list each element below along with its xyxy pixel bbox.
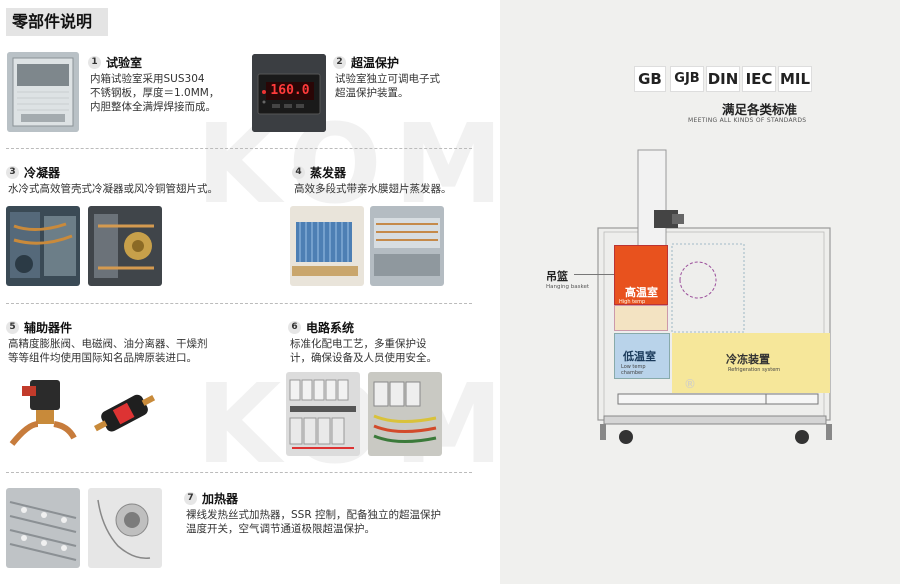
section-1-description: 内箱试验室采用SUS304 不锈钢板，厚度＝1.0MM， 内胆整体全满焊焊接而成… — [90, 73, 220, 113]
evaporator-photo-1 — [290, 206, 364, 286]
section-number: 5 — [6, 321, 19, 334]
section-7-description: 裸线发热丝式加热器，SSR 控制，配备独立的超温保护 温度开关，空气调节通道极限… — [186, 509, 441, 535]
section-5-heading: 5 辅助器件 — [6, 319, 72, 336]
low-temp-chamber: 低温室 Low temp chamber — [614, 333, 670, 379]
section-number: 7 — [184, 492, 197, 505]
section-title: 加热器 — [202, 492, 239, 506]
section-title: 辅助器件 — [24, 321, 73, 335]
section-title: 蒸发器 — [310, 166, 347, 180]
condenser-photo-1 — [6, 206, 80, 286]
badge-gjb: GJB — [670, 66, 704, 92]
badge-gb: GB — [634, 66, 666, 92]
section-number: 2 — [333, 56, 346, 69]
section-number: 4 — [292, 166, 305, 179]
high-temp-chamber: 高温室 High temp chamber — [614, 245, 668, 311]
divider — [6, 303, 472, 304]
section-6-heading: 6 电路系统 — [288, 319, 354, 336]
solenoid-valve-photo — [8, 372, 80, 456]
divider — [6, 148, 472, 149]
temperature-switch-photo — [88, 488, 162, 568]
divider — [6, 472, 472, 473]
section-number: 3 — [6, 166, 19, 179]
basket-frame — [614, 305, 668, 331]
section-2-heading: 2 超温保护 — [333, 54, 399, 71]
section-4-heading: 4 蒸发器 — [292, 164, 346, 181]
section-number: 1 — [88, 56, 101, 69]
page-title: 零部件说明 — [6, 8, 108, 36]
section-3-description: 水冷式高效管壳式冷凝器或风冷铜管翅片式。 — [8, 183, 218, 195]
section-6-description: 标准化配电工艺，多重保护设 计，确保设备及人员使用安全。 — [290, 338, 437, 364]
heater-photo-1 — [6, 488, 80, 568]
section-4-description: 高效多段式带亲水膜翅片蒸发器。 — [294, 183, 452, 195]
registered-mark: ® — [684, 377, 696, 391]
section-2-description: 试验室独立可调电子式 超温保护装置。 — [335, 73, 440, 99]
temperature-controller-photo: 160.0 — [252, 54, 326, 132]
section-title: 试验室 — [106, 56, 143, 70]
hanging-basket-sublabel: Hanging basket — [546, 284, 589, 290]
dryer-filter-photo — [88, 372, 162, 456]
section-7-heading: 7 加热器 — [184, 490, 238, 507]
standards-subtitle: MEETING ALL KINDS OF STANDARDS — [688, 117, 807, 124]
badge-iec: IEC — [742, 66, 776, 92]
parts-panel: KOMEG KOMEG 零部件说明 1 试验室 内箱试验室采用SUS304 不锈… — [6, 8, 693, 568]
badge-mil: MIL — [778, 66, 812, 92]
refrigeration-system: 冷冻装置 Refrigeration system — [672, 333, 830, 393]
section-title: 超温保护 — [351, 56, 400, 70]
callout-line — [574, 274, 614, 275]
section-3-heading: 3 冷凝器 — [6, 164, 60, 181]
electrical-cabinet-photo-1 — [286, 372, 360, 456]
temperature-readout: 160.0 — [270, 83, 310, 98]
section-number: 6 — [288, 321, 301, 334]
electrical-cabinet-photo-2 — [368, 372, 442, 456]
evaporator-photo-2 — [370, 206, 444, 286]
machine-diagram — [597, 149, 832, 444]
section-5-description: 高精度膨胀阀、电磁阀、油分离器、干燥剂 等等组件均使用国际知名品牌原装进口。 — [8, 338, 208, 364]
standards-title: 满足各类标准 — [722, 102, 798, 117]
section-1-heading: 1 试验室 — [88, 54, 142, 71]
badge-din: DIN — [706, 66, 740, 92]
condenser-photo-2 — [88, 206, 162, 286]
section-title: 冷凝器 — [24, 166, 61, 180]
section-title: 电路系统 — [306, 321, 355, 335]
test-chamber-photo — [7, 52, 79, 132]
hanging-basket-label: 吊篮 — [546, 270, 568, 283]
